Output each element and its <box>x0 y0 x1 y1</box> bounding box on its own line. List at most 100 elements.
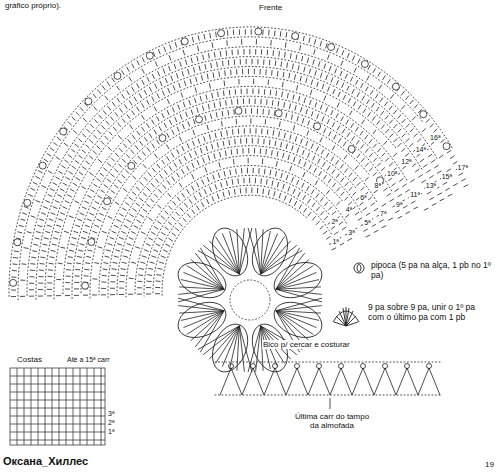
stitch-post <box>261 129 262 135</box>
stitch-post <box>320 226 324 230</box>
stitch-post <box>249 178 250 184</box>
stitch-post <box>361 144 364 148</box>
stitch-post <box>263 109 264 115</box>
stitch-post <box>152 97 155 102</box>
stitch-post <box>362 96 365 101</box>
stitch-post <box>327 55 329 60</box>
stitch-post <box>237 49 238 55</box>
stitch-post <box>331 77 333 82</box>
stitch-post <box>336 160 339 165</box>
stitch-post <box>110 117 113 121</box>
stitch-post <box>309 38 310 43</box>
stitch-post <box>187 143 189 148</box>
stitch-post <box>111 275 116 277</box>
stitch-post <box>44 159 48 162</box>
stitch-post <box>411 201 416 203</box>
petal <box>246 223 295 281</box>
popcorn <box>24 199 31 206</box>
stitch-post <box>245 29 246 35</box>
stitch-post <box>169 206 173 210</box>
stitch-post <box>279 193 281 198</box>
stitch-post <box>337 103 339 108</box>
stitch-post <box>297 148 299 153</box>
stitch-post <box>226 130 228 136</box>
stitch-post <box>155 287 160 288</box>
stitch-post <box>314 49 316 54</box>
stitch-post <box>301 139 303 144</box>
stitch-post <box>275 91 277 97</box>
stitch-post <box>347 53 349 58</box>
stitch-post <box>380 98 383 102</box>
popcorn <box>314 123 321 130</box>
stitch-post <box>445 188 450 190</box>
stitch-post <box>65 295 70 296</box>
stitch-post <box>338 138 341 143</box>
stitch-post <box>45 231 50 232</box>
stitch-post <box>13 257 18 259</box>
stitch-post <box>204 189 206 194</box>
stitch-post <box>167 99 169 104</box>
stitch-post <box>286 32 288 38</box>
petal-stitch <box>261 234 278 275</box>
stitch-post <box>324 202 327 206</box>
stitch-post <box>165 78 167 83</box>
stitch-post <box>355 166 358 170</box>
stitch-post <box>309 69 311 74</box>
popcorn <box>292 33 299 40</box>
stitch-post <box>55 231 60 233</box>
stitch-post <box>51 250 56 251</box>
stitch-post <box>406 96 409 100</box>
stitch-post <box>162 113 164 118</box>
stitch-post <box>47 295 52 296</box>
stitch-post <box>103 168 107 171</box>
row-number: 14ª <box>415 146 427 154</box>
stitch-post <box>182 146 184 151</box>
stitch-post <box>302 118 304 123</box>
stitch-post <box>63 183 67 186</box>
stitch-post <box>69 250 74 251</box>
popcorn <box>181 38 188 45</box>
picot-loop <box>383 364 388 369</box>
stitch-post <box>137 287 142 288</box>
stitch-post <box>99 115 102 119</box>
stitch-post <box>341 116 344 121</box>
stitch-post <box>93 135 97 139</box>
stitch-post <box>169 238 173 241</box>
stitch-post <box>147 123 150 128</box>
stitch-post <box>355 127 358 132</box>
stitch-post <box>263 59 264 65</box>
petal <box>269 296 327 345</box>
stitch-post <box>196 77 197 82</box>
stitch-post <box>133 176 137 180</box>
stitch-post <box>212 93 213 98</box>
stitch-post <box>124 225 129 227</box>
stitch-post <box>320 105 322 110</box>
stitch-post <box>288 186 290 191</box>
stitch-post <box>188 122 190 127</box>
stitch-post <box>311 190 314 195</box>
stitch-post <box>28 194 33 196</box>
stitch-post <box>98 247 103 248</box>
stitch-post <box>304 98 306 103</box>
stitch-post <box>263 139 265 145</box>
stitch-post <box>453 183 458 185</box>
stitch-post <box>147 188 151 192</box>
stitch-post <box>326 43 328 48</box>
stitch-post <box>216 62 218 67</box>
stitch-post <box>159 262 164 264</box>
stitch-post <box>152 144 155 149</box>
stitch-post <box>175 42 177 47</box>
stitch-post <box>98 159 102 162</box>
stitch-post <box>179 83 181 88</box>
stitch-post <box>155 179 158 183</box>
stitch-post <box>129 101 132 106</box>
stitch-post <box>281 173 282 178</box>
stitch-post <box>258 138 259 144</box>
stitch-post <box>238 79 239 84</box>
stitch-post <box>311 80 313 85</box>
stitch-post <box>163 185 166 189</box>
stitch-post <box>376 107 379 111</box>
stitch-post <box>222 61 224 66</box>
stitch-post <box>336 202 340 206</box>
grid-line <box>94 368 95 445</box>
